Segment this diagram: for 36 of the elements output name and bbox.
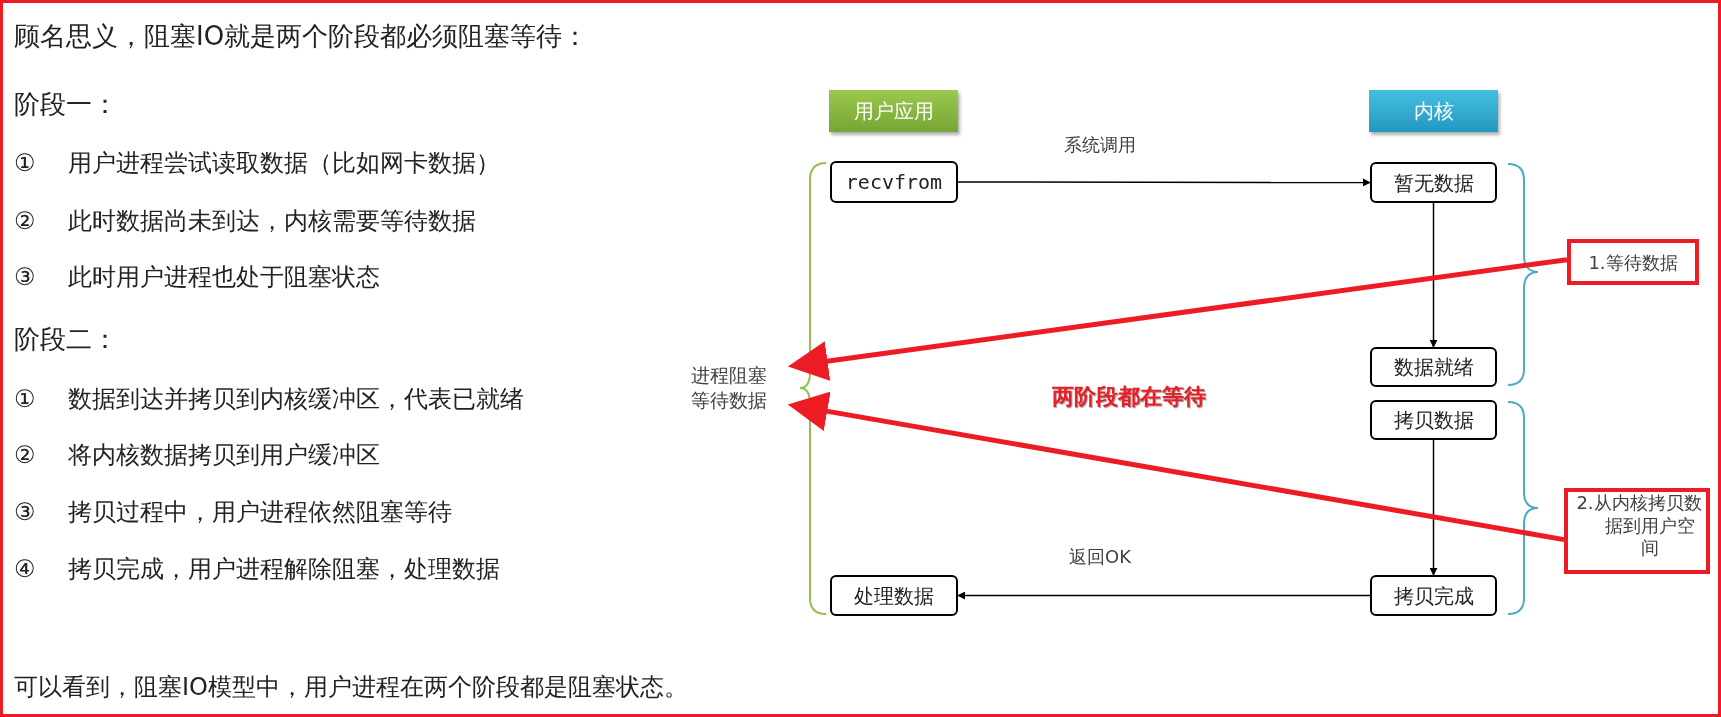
process-box: 处理数据 xyxy=(830,575,958,616)
process-box: 拷贝完成 xyxy=(1370,575,1497,616)
list-number: ① xyxy=(14,148,36,178)
list-number: ④ xyxy=(14,554,36,584)
list-number: ② xyxy=(14,440,36,470)
list-text: 拷贝完成，用户进程解除阻塞，处理数据 xyxy=(68,554,500,584)
list-number: ② xyxy=(14,206,36,236)
arrow xyxy=(1429,439,1438,576)
process-box: 暂无数据 xyxy=(1370,162,1497,203)
status-text: 进程阻塞等待数据 xyxy=(684,360,774,416)
arrow xyxy=(787,391,1565,543)
list-number: ① xyxy=(14,384,36,414)
list-text: 此时用户进程也处于阻塞状态 xyxy=(68,262,380,292)
process-box: 数据就绪 xyxy=(1370,347,1497,387)
callout-box: 2.从内核拷贝数据到用户空间 xyxy=(1564,488,1710,574)
list-text: 用户进程尝试读取数据（比如网卡数据） xyxy=(68,148,500,178)
arrow xyxy=(787,257,1568,381)
list-text: 拷贝过程中，用户进程依然阻塞等待 xyxy=(68,497,452,527)
section-heading: 阶段一： xyxy=(14,88,118,121)
list-text: 数据到达并拷贝到内核缓冲区，代表已就绪 xyxy=(68,384,524,414)
emphasis-text: 两阶段都在等待 xyxy=(1052,383,1206,411)
header-box: 用户应用 xyxy=(829,90,958,132)
list-text: 将内核数据拷贝到用户缓冲区 xyxy=(68,440,380,470)
heading-text: 顾名思义，阻塞IO就是两个阶段都必须阻塞等待： xyxy=(14,20,589,53)
process-box: 拷贝数据 xyxy=(1370,400,1497,440)
list-number: ③ xyxy=(14,497,36,527)
list-number: ③ xyxy=(14,262,36,292)
list-text: 此时数据尚未到达，内核需要等待数据 xyxy=(68,206,476,236)
header-box: 内核 xyxy=(1369,90,1498,132)
arrow xyxy=(957,178,1371,187)
arrow xyxy=(1429,202,1438,348)
summary-text: 可以看到，阻塞IO模型中，用户进程在两个阶段都是阻塞状态。 xyxy=(14,672,688,702)
arrow xyxy=(957,591,1371,600)
section-heading: 阶段二： xyxy=(14,323,118,356)
process-box: recvfrom xyxy=(830,161,958,203)
callout-box: 1.等待数据 xyxy=(1567,239,1699,285)
